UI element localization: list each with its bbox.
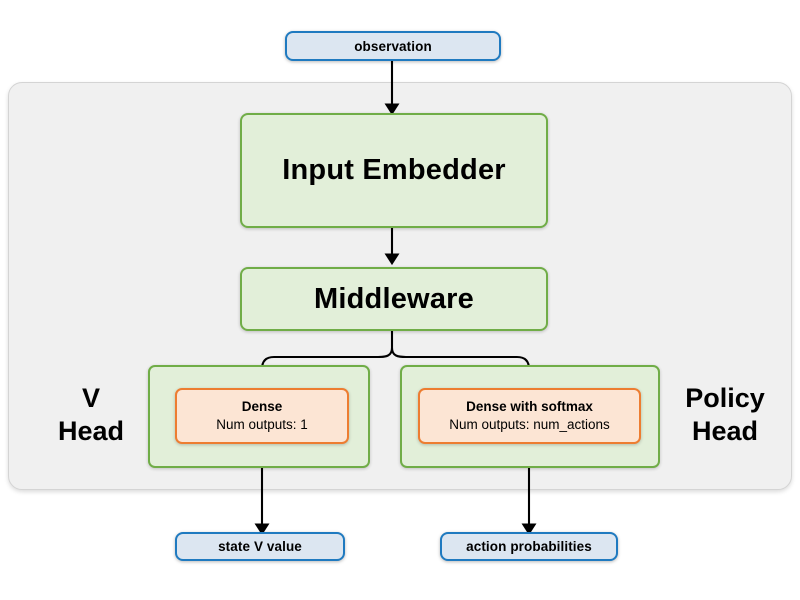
node-middleware-label: Middleware bbox=[314, 282, 474, 315]
label-policy-head-line2: Head bbox=[691, 415, 759, 446]
node-action-probabilities-label: action probabilities bbox=[466, 539, 592, 554]
node-input-embedder[interactable]: Input Embedder bbox=[240, 113, 548, 228]
node-middleware[interactable]: Middleware bbox=[240, 267, 548, 331]
node-v-head-dense-title: Dense bbox=[241, 399, 283, 415]
node-input-embedder-label: Input Embedder bbox=[282, 154, 506, 186]
node-v-head-dense[interactable]: Dense Num outputs: 1 bbox=[175, 388, 349, 444]
node-policy-head-dense-subtitle: Num outputs: num_actions bbox=[449, 417, 610, 432]
label-v-head: V Head bbox=[38, 382, 144, 448]
label-v-head-line1: V bbox=[81, 383, 100, 413]
node-observation-label: observation bbox=[354, 38, 432, 54]
node-policy-head-dense-title: Dense with softmax bbox=[466, 399, 593, 415]
label-policy-head-line1: Policy bbox=[685, 383, 765, 413]
node-state-v-value-label: state V value bbox=[218, 539, 302, 554]
node-state-v-value[interactable]: state V value bbox=[175, 532, 345, 561]
node-action-probabilities[interactable]: action probabilities bbox=[440, 532, 618, 561]
node-v-head-dense-subtitle: Num outputs: 1 bbox=[216, 417, 308, 432]
node-policy-head-dense[interactable]: Dense with softmax Num outputs: num_acti… bbox=[418, 388, 641, 444]
label-v-head-line2: Head bbox=[57, 415, 125, 446]
label-policy-head: Policy Head bbox=[664, 382, 786, 448]
node-observation[interactable]: observation bbox=[285, 31, 501, 61]
